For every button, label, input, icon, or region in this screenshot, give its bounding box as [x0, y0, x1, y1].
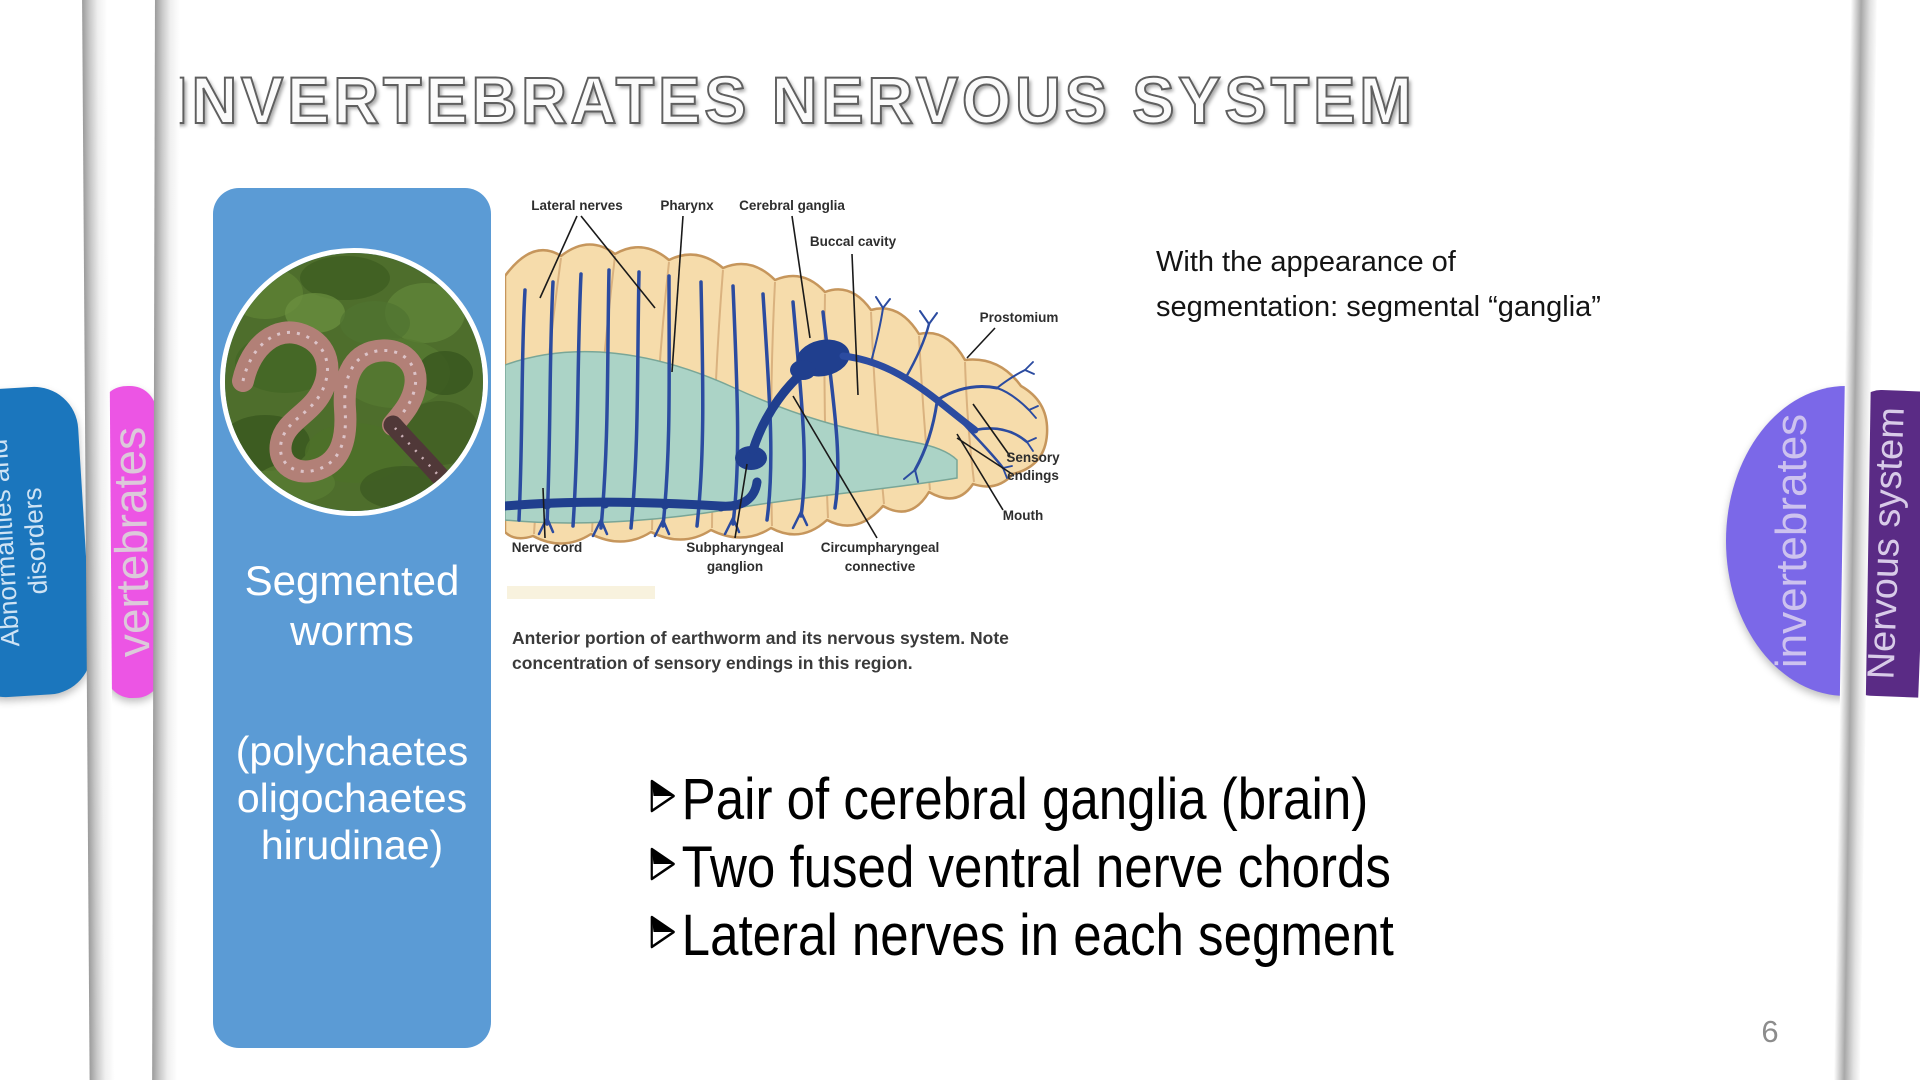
bullet-item: Pair of cerebral ganglia (brain): [650, 766, 1394, 834]
diagram-label-lateral-nerves: Lateral nerves: [531, 198, 623, 213]
diagram-label-sensory-endings: Sensory: [1006, 450, 1060, 465]
bullet-text: Lateral nerves in each segment: [681, 903, 1394, 968]
earthworms-on-moss-photo-icon: [225, 253, 483, 511]
caption-line: Anterior portion of earthworm and its ne…: [512, 628, 1009, 648]
diagram-label-subpharyngeal-ganglion: ganglion: [707, 559, 763, 574]
note-line: With the appearance of: [1156, 246, 1456, 278]
diagram-label-circumpharyngeal-connective: connective: [845, 559, 916, 574]
page-edge-bar-left-1: [82, 0, 115, 1080]
note-line: segmentation: segmental “ganglia”: [1156, 291, 1601, 323]
diagram-label-circumpharyngeal-connective: Circumpharyngeal: [821, 540, 940, 555]
bullet-text: Pair of cerebral ganglia (brain): [681, 767, 1369, 832]
nerve-roots: [537, 510, 809, 538]
side-tab-label: Abnormalities and disorders: [0, 438, 54, 648]
leader-lines: [539, 215, 1013, 539]
scan-artifact: [507, 586, 655, 599]
pharynx-region: [505, 350, 958, 524]
arrow-bullet-icon: [650, 779, 675, 813]
side-tab-label: invertebrates: [1766, 413, 1816, 669]
side-tab-invertebrates[interactable]: invertebrates: [1726, 386, 1857, 696]
bullet-text: Two fused ventral nerve chords: [681, 835, 1391, 900]
slide-title: INVERTEBRATES NERVOUS SYSTEM: [169, 62, 1416, 138]
arrow-bullet-icon: [650, 847, 675, 881]
diagram-label-pharynx: Pharynx: [660, 198, 714, 213]
diagram-label-cerebral-ganglia: Cerebral ganglia: [739, 198, 845, 213]
note-text: With the appearance of segmentation: seg…: [1156, 240, 1601, 330]
earthworm-photo: [220, 248, 488, 516]
page-edge-bar-left-2: [152, 0, 180, 1080]
card-subtitle: (polychaetes oligochaetes hirudinae): [235, 728, 469, 868]
diagram-label-prostomium: Prostomium: [980, 310, 1059, 325]
subpharyngeal-ganglion: [735, 446, 767, 470]
side-tab-abnormalities-and-disorders[interactable]: Abnormalities and disorders: [0, 384, 95, 700]
segmented-worms-card: Segmented worms (polychaetes oligochaete…: [213, 188, 491, 1048]
diagram-label-subpharyngeal-ganglion: Subpharyngeal: [686, 540, 784, 555]
segmental-ganglia: [542, 499, 726, 512]
cerebral-ganglia: [790, 339, 850, 380]
ventral-nerve-cord: [505, 477, 762, 511]
diagram-caption: Anterior portion of earthworm and its ne…: [512, 626, 1009, 676]
bullet-item: Lateral nerves in each segment: [650, 902, 1394, 970]
bullet-item: Two fused ventral nerve chords: [650, 834, 1394, 902]
diagram-label-nerve-cord: Nerve cord: [512, 540, 583, 555]
diagram-label-mouth: Mouth: [1003, 508, 1043, 523]
card-title: Segmented worms: [244, 557, 460, 654]
head-nerve-branches: [839, 296, 1039, 483]
worm-diagram: Lateral nerves Pharynx Cerebral ganglia …: [505, 198, 1060, 599]
diagram-label-sensory-endings: endings: [1007, 468, 1059, 483]
page-number: 6: [1761, 1014, 1779, 1049]
diagram-label-buccal-cavity: Buccal cavity: [810, 234, 897, 249]
arrow-bullet-icon: [650, 915, 675, 949]
caption-line: concentration of sensory endings in this…: [512, 653, 913, 673]
bullet-list: Pair of cerebral ganglia (brain) Two fus…: [650, 766, 1394, 970]
